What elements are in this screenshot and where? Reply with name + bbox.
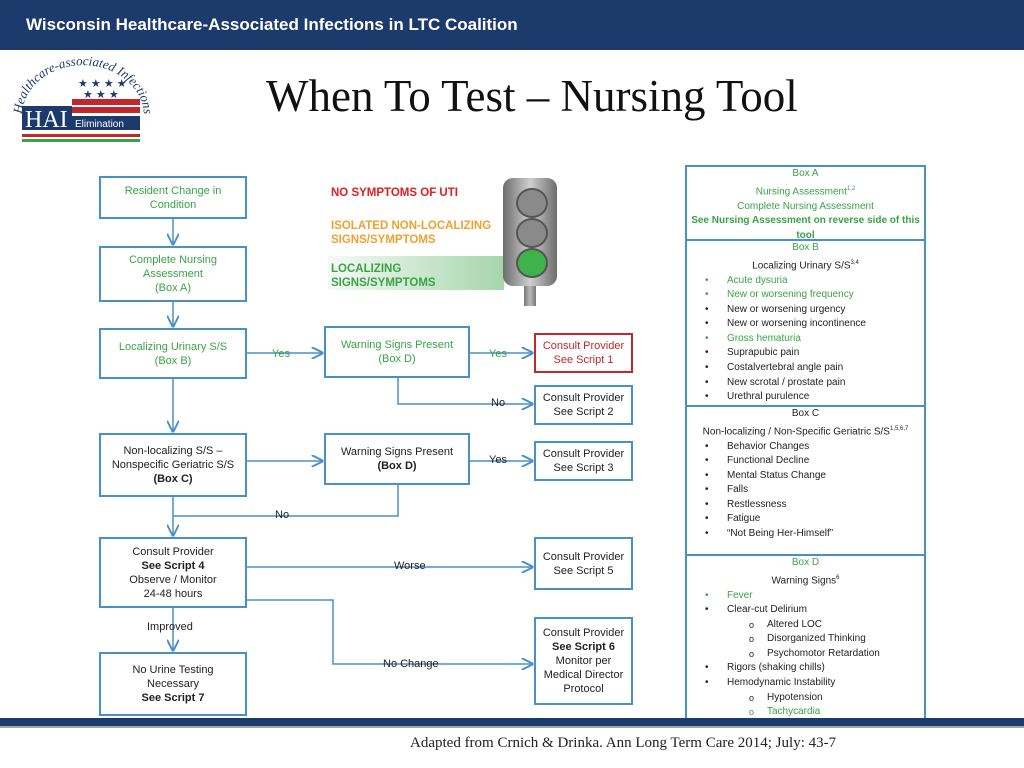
green-glow xyxy=(328,256,504,290)
box-b-subtitle: Localizing Urinary S/S3,4 xyxy=(752,259,859,271)
box-b-item: New or worsening urgency xyxy=(687,303,924,318)
box-b-item: Acute dysuria xyxy=(687,274,924,289)
amber-lamp xyxy=(516,218,548,248)
box-b-item: New or worsening frequency xyxy=(687,288,924,303)
localizing-urinary-box: Localizing Urinary S/S(Box B) xyxy=(99,328,247,379)
org-name: Wisconsin Healthcare-Associated Infectio… xyxy=(26,15,518,34)
box-c-item: Falls xyxy=(687,483,924,498)
box-b-title: Box B xyxy=(792,242,819,253)
box-b-item: Costalvertebral angle pain xyxy=(687,361,924,376)
light-pole xyxy=(524,286,536,306)
worse-label: Worse xyxy=(394,560,426,572)
slide-title: When To Test – Nursing Tool xyxy=(266,71,798,121)
footer-rule xyxy=(0,726,1024,728)
isolated-label: ISOLATED NON-LOCALIZING SIGNS/SYMPTOMS xyxy=(331,220,492,246)
box-d-item: Clear-cut Delirium xyxy=(687,603,924,618)
box-c-section: Box C Non-localizing / Non-Specific Geri… xyxy=(687,405,924,556)
box-c-item: Mental Status Change xyxy=(687,469,924,484)
yes-label-3: Yes xyxy=(489,454,507,466)
yes-label-2: Yes xyxy=(489,348,507,360)
improved-label: Improved xyxy=(147,621,193,633)
box-d-item: Hemodynamic Instability xyxy=(687,676,924,691)
no-symptoms-label: NO SYMPTOMS OF UTI xyxy=(331,187,458,199)
footer-bar xyxy=(0,718,1024,726)
box-a-line-1: Nursing Assessment1,2 xyxy=(755,185,856,197)
box-d-subitem: Tachycardia xyxy=(687,705,924,720)
box-a-line-2: Complete Nursing Assessment xyxy=(737,200,874,212)
box-d-subitem: Hypotension xyxy=(687,691,924,706)
green-lamp xyxy=(516,248,548,278)
svg-text:★ ★ ★ ★: ★ ★ ★ ★ xyxy=(78,78,127,90)
box-a-line-4: tool xyxy=(796,229,815,241)
box-b-item: Suprapubic pain xyxy=(687,346,924,361)
source-citation: Adapted from Crnich & Drinka. Ann Long T… xyxy=(410,735,837,751)
box-b-item: New or worsening incontinence xyxy=(687,317,924,332)
svg-text:★ ★ ★: ★ ★ ★ xyxy=(83,89,119,101)
box-b-section: Box B Localizing Urinary S/S3,4 Acute dy… xyxy=(687,239,924,407)
box-d-subtitle: Warning Signs6 xyxy=(771,574,840,586)
box-d-section: Box D Warning Signs6 Fever Clear-cut Del… xyxy=(687,554,924,720)
red-lamp xyxy=(516,188,548,218)
hai-logo: Healthcare-associated Infections ★ ★ ★ ★… xyxy=(10,54,156,142)
box-d-subitem: Psychomotor Retardation xyxy=(687,647,924,662)
non-localizing-box: Non-localizing S/S –Nonspecific Geriatri… xyxy=(99,433,247,497)
yes-label-1: Yes xyxy=(272,348,290,360)
star-icons: ★ ★ ★ ★ ★ ★ ★ xyxy=(78,78,127,101)
box-d-item: Fever xyxy=(687,589,924,604)
warning-signs-box-2: Warning Signs Present(Box D) xyxy=(324,433,470,485)
box-a-line-3: See Nursing Assessment on reverse side o… xyxy=(691,215,920,227)
box-a-title: Box A xyxy=(792,168,819,179)
box-b-item: New scrotal / prostate pain xyxy=(687,376,924,391)
box-d-subitem: Disorganized Thinking xyxy=(687,632,924,647)
traffic-light xyxy=(503,178,557,286)
box-c-subtitle: Non-localizing / Non-Specific Geriatric … xyxy=(702,425,909,437)
box-d-subitem: Altered LOC xyxy=(687,618,924,633)
header-bar: Wisconsin Healthcare-Associated Infectio… xyxy=(0,0,1024,50)
box-c-item: Fatigue xyxy=(687,512,924,527)
no-change-label: No Change xyxy=(383,658,439,670)
no-label-2: No xyxy=(275,509,290,521)
box-c-item: Restlessness xyxy=(687,498,924,513)
box-c-item: Behavior Changes xyxy=(687,440,924,455)
box-a-section: Box A Nursing Assessment1,2 Complete Nur… xyxy=(687,167,924,241)
box-c-item: Functional Decline xyxy=(687,454,924,469)
box-d-title: Box D xyxy=(791,557,820,568)
box-c-item: “Not Being Her-Himself” xyxy=(687,527,924,542)
no-label-1: No xyxy=(491,397,506,409)
box-b-item: Gross hematuria xyxy=(687,332,924,347)
localizing-label: LOCALIZING SIGNS/SYMPTOMS xyxy=(331,263,436,289)
svg-text:Elimination: Elimination xyxy=(75,119,124,130)
reference-panel: Box A Nursing Assessment1,2 Complete Nur… xyxy=(685,165,926,720)
box-c-title: Box C xyxy=(791,408,820,419)
box-b-item: Urethral purulence xyxy=(687,390,924,405)
warning-signs-box-1: Warning Signs Present(Box D) xyxy=(324,326,470,378)
svg-text:HAI: HAI xyxy=(25,107,68,133)
box-d-item: Rigors (shaking chills) xyxy=(687,661,924,676)
